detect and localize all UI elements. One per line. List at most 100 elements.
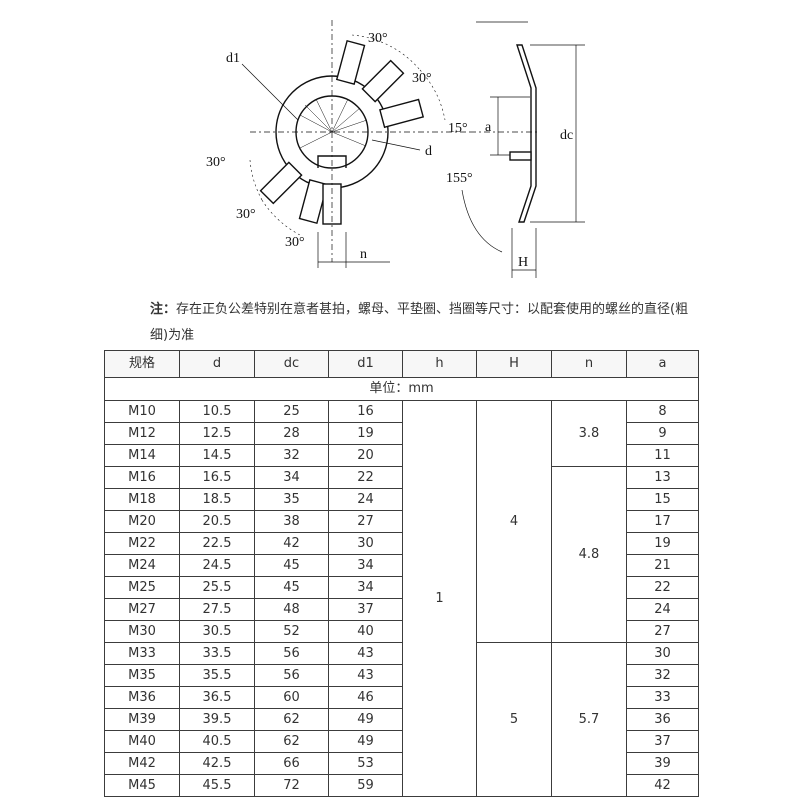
unit-label: 单位：mm (104, 377, 699, 401)
label-angle-lower-left: 30° (236, 207, 256, 222)
cell-dc: 56 (254, 642, 329, 665)
cell-d: 35.5 (179, 664, 255, 687)
cell-a: 30 (626, 642, 699, 665)
label-dc: dc (560, 128, 573, 143)
cell-dc: 72 (254, 774, 329, 797)
cell-spec: M27 (104, 598, 180, 621)
cell-n: 4.8 (551, 466, 627, 643)
cell-d: 24.5 (179, 554, 255, 577)
cell-spec: M24 (104, 554, 180, 577)
cell-a: 39 (626, 752, 699, 775)
leaders (241, 63, 421, 268)
cell-dc: 56 (254, 664, 329, 687)
side-dimensions (461, 21, 585, 278)
cell-d1: 59 (328, 774, 403, 797)
cell-n: 5.7 (551, 642, 627, 797)
cell-dc: 25 (254, 400, 329, 423)
tooth (361, 59, 405, 103)
cell-spec: M39 (104, 708, 180, 731)
tooth (298, 179, 329, 225)
cell-d: 33.5 (179, 642, 255, 665)
cell-a: 36 (626, 708, 699, 731)
cell-spec: M16 (104, 466, 180, 489)
column-header: d (179, 350, 255, 378)
cell-d: 14.5 (179, 444, 255, 467)
side-tab (509, 151, 532, 161)
cell-spec: M22 (104, 532, 180, 555)
cell-d1: 34 (328, 554, 403, 577)
cell-H: 5 (476, 642, 552, 797)
label-a: a (485, 120, 492, 135)
cell-d: 18.5 (179, 488, 255, 511)
cell-spec: M40 (104, 730, 180, 753)
cell-d1: 34 (328, 576, 403, 599)
cell-d: 30.5 (179, 620, 255, 643)
label-n: n (360, 247, 367, 262)
cell-dc: 32 (254, 444, 329, 467)
cell-spec: M10 (104, 400, 180, 423)
cell-d1: 37 (328, 598, 403, 621)
label-d: d (425, 144, 432, 159)
cell-dc: 42 (254, 532, 329, 555)
cell-a: 13 (626, 466, 699, 489)
cell-d1: 30 (328, 532, 403, 555)
cell-dc: 34 (254, 466, 329, 489)
cell-dc: 28 (254, 422, 329, 445)
tooth (379, 98, 425, 129)
cell-dc: 38 (254, 510, 329, 533)
side-profile (516, 44, 537, 223)
lock-washer-drawing: d1 d 30° 30° 15° 30° 30° 30° n a dc 155°… (206, 20, 585, 278)
cell-spec: M18 (104, 488, 180, 511)
drawing-labels: d1 d 30° 30° 15° 30° 30° 30° n a dc 155°… (206, 31, 573, 270)
cell-d: 27.5 (179, 598, 255, 621)
cell-d1: 43 (328, 642, 403, 665)
cell-a: 8 (626, 400, 699, 423)
cell-d: 39.5 (179, 708, 255, 731)
column-header: n (551, 350, 627, 378)
cell-a: 22 (626, 576, 699, 599)
tooth (335, 39, 366, 85)
label-angle-155: 155° (446, 171, 473, 186)
cell-n: 3.8 (551, 400, 627, 467)
cell-spec: M45 (104, 774, 180, 797)
cell-d: 10.5 (179, 400, 255, 423)
cell-a: 11 (626, 444, 699, 467)
hatch-rays (299, 98, 368, 149)
angle-arcs (249, 34, 446, 236)
cell-h: 1 (402, 400, 477, 797)
cell-dc: 60 (254, 686, 329, 709)
cell-a: 33 (626, 686, 699, 709)
cell-dc: 62 (254, 730, 329, 753)
cell-d1: 20 (328, 444, 403, 467)
cell-d1: 24 (328, 488, 403, 511)
label-H: H (518, 255, 528, 270)
cell-d1: 22 (328, 466, 403, 489)
washer-teeth (259, 39, 425, 225)
cell-dc: 52 (254, 620, 329, 643)
column-header: 规格 (104, 350, 180, 378)
label-d1: d1 (226, 51, 240, 66)
cell-d1: 16 (328, 400, 403, 423)
cell-spec: M20 (104, 510, 180, 533)
cell-d: 40.5 (179, 730, 255, 753)
side-view (461, 21, 585, 278)
column-header: h (402, 350, 477, 378)
cell-dc: 45 (254, 554, 329, 577)
cell-dc: 62 (254, 708, 329, 731)
cell-d1: 49 (328, 708, 403, 731)
cell-a: 15 (626, 488, 699, 511)
label-angle-top: 30° (368, 31, 388, 46)
center-lines (250, 20, 470, 262)
